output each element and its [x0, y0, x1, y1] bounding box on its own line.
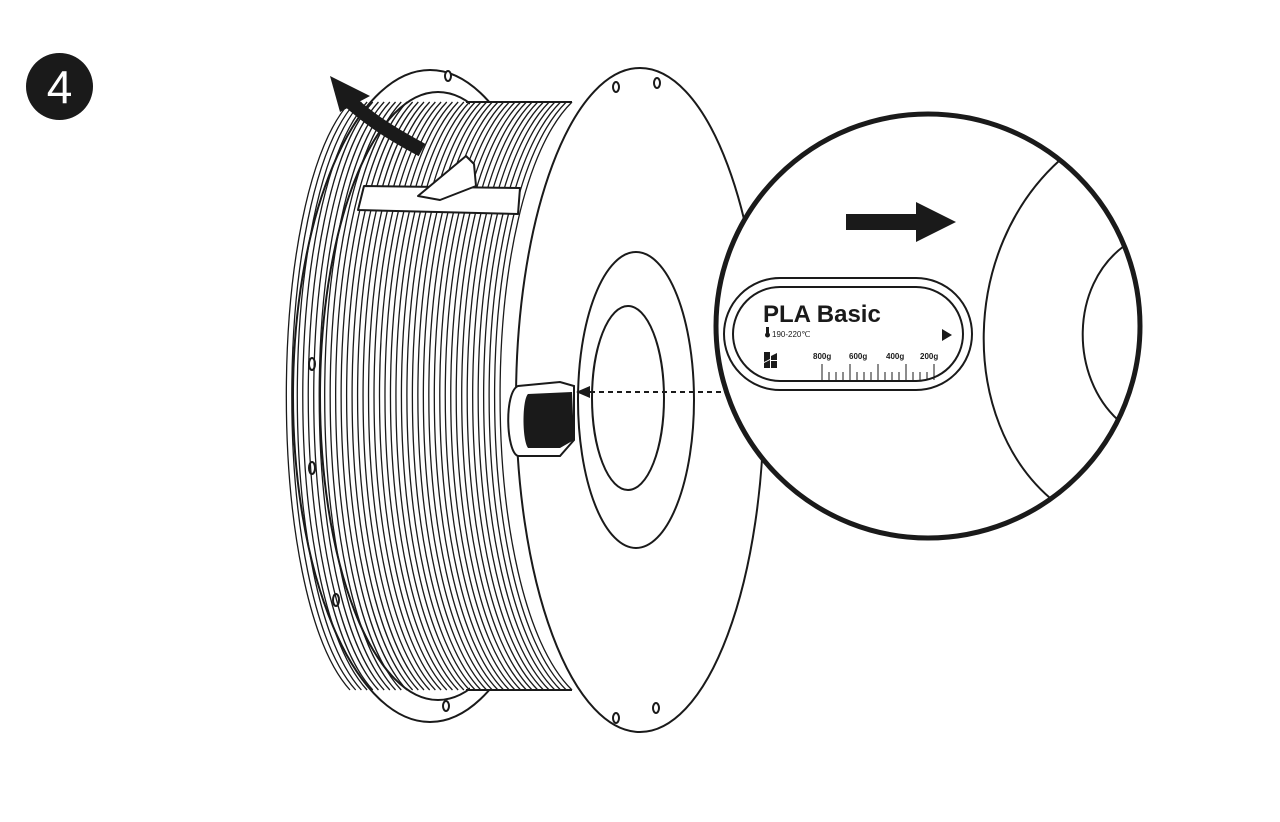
filament-strand — [291, 101, 357, 691]
thermometer-icon — [765, 327, 770, 338]
filament-strand — [444, 101, 516, 691]
step-number-badge: 4 — [26, 53, 93, 120]
filament-strand — [389, 101, 459, 691]
filament-strand — [422, 101, 493, 691]
curved-arrow-icon — [330, 76, 426, 157]
filament-strand — [296, 101, 362, 691]
filament-strand — [466, 101, 539, 691]
filament-strand — [351, 101, 419, 691]
spool-front-flange — [515, 67, 765, 733]
filament-strand — [362, 101, 431, 691]
brand-logo-icon — [764, 352, 777, 368]
filament-strand — [356, 101, 425, 691]
pointer-line — [576, 386, 724, 398]
weight-label: 400g — [886, 352, 904, 361]
weight-label: 800g — [813, 352, 831, 361]
filament-strand — [384, 101, 453, 691]
play-triangle-icon — [942, 329, 952, 341]
filament-strand — [400, 101, 471, 691]
filament-strand — [455, 101, 527, 691]
filament-strand — [302, 101, 368, 691]
right-arrow-icon — [846, 202, 956, 242]
label-temperature: 190-220℃ — [772, 330, 810, 339]
filament-strand — [345, 101, 414, 691]
filament-strand — [318, 101, 385, 691]
filament-strand — [329, 101, 397, 691]
filament-tape — [357, 155, 521, 215]
filament-strand — [477, 101, 550, 691]
weight-labels: 800g 600g 400g 200g — [813, 352, 938, 361]
filament-strand — [433, 101, 505, 691]
filament-strand — [335, 101, 402, 691]
filament-strand — [378, 101, 448, 691]
filament-strand — [488, 101, 562, 691]
filament-strand — [482, 101, 556, 691]
filament-strand — [411, 101, 482, 691]
filament-strand — [472, 101, 544, 691]
filament-strand — [417, 101, 488, 691]
filament-strand — [324, 101, 391, 691]
filament-strand — [461, 101, 533, 691]
filament-strand — [395, 101, 465, 691]
filament-strand — [493, 101, 567, 691]
weight-label: 200g — [920, 352, 938, 361]
filament-strand — [367, 101, 436, 691]
label-title: PLA Basic — [763, 301, 881, 328]
weight-label: 600g — [849, 352, 867, 361]
filament-label-card: PLA Basic 190-220℃ 800g 600g 400g 200g — [723, 277, 973, 391]
filament-strand — [340, 101, 408, 691]
filament-strand — [285, 101, 351, 691]
filament-strand — [307, 101, 374, 691]
weight-ruler — [821, 364, 935, 380]
filament-strand — [313, 101, 379, 691]
filament-strand — [373, 101, 442, 691]
hub-tag — [507, 380, 575, 457]
filament-strand — [450, 101, 522, 691]
filament-strand — [406, 101, 476, 691]
filament-strand — [499, 101, 573, 691]
zoom-detail: PLA Basic 190-220℃ 800g 600g 400g 200g — [713, 111, 1143, 541]
filament-strand — [439, 101, 510, 691]
